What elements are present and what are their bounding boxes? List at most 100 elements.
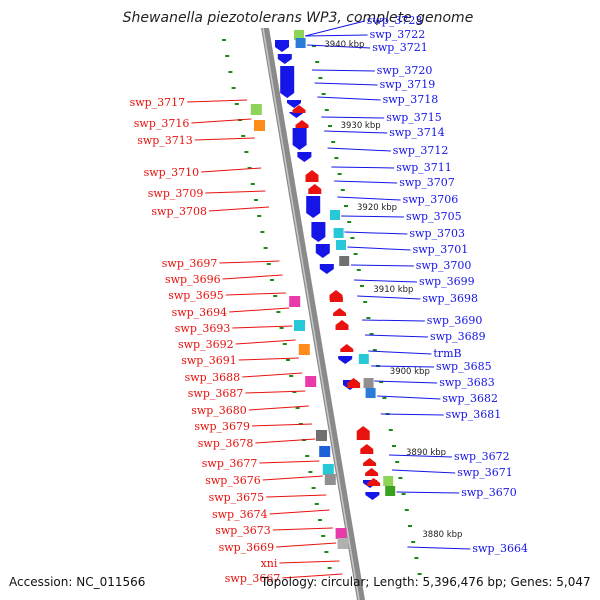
connector-left	[222, 274, 283, 280]
accession-text: Accession: NC_011566	[9, 575, 145, 589]
connector-right	[324, 130, 388, 134]
connector-left	[262, 475, 323, 481]
gene-label-left: swp_3716	[134, 117, 190, 130]
connector-right	[317, 96, 381, 101]
gene-label-right: swp_3701	[413, 243, 469, 256]
gene-label-right: swp_3700	[416, 259, 472, 272]
gene-label-right: swp_3722	[370, 28, 426, 41]
gene-arrow-right	[297, 152, 312, 162]
gene-label-left: swp_3667	[225, 572, 281, 585]
gene-label-right: swp_3681	[446, 408, 502, 421]
gene-box-right	[294, 30, 304, 40]
kbp-tick-label: 3920 kbp	[357, 203, 397, 213]
connector-right	[337, 196, 401, 201]
gene-box-left	[254, 120, 265, 131]
connector-left	[279, 560, 340, 564]
connector-right	[368, 350, 432, 355]
gene-label-left: swp_3695	[168, 289, 224, 302]
gene-label-right: swp_3705	[406, 210, 462, 223]
gene-label-right: swp_3703	[409, 227, 465, 240]
gene-label-left: swp_3709	[148, 187, 204, 200]
gene-box-left	[250, 104, 262, 115]
connector-right	[407, 546, 471, 550]
gene-arrow-left	[292, 105, 306, 113]
gene-arrow-right	[306, 196, 321, 218]
gene-label-left: swp_3687	[188, 387, 244, 400]
gene-arrow-right	[319, 264, 334, 274]
gene-arrow-left	[356, 426, 370, 440]
connector-left	[269, 509, 330, 515]
gene-label-right: swp_3721	[372, 41, 428, 54]
connector-left	[235, 339, 296, 345]
connector-left	[245, 390, 306, 394]
gene-label-right: swp_3699	[419, 275, 475, 288]
gene-box-left	[298, 344, 310, 355]
gene-label-left: swp_3676	[205, 474, 261, 487]
gene-label-left: swp_3696	[165, 273, 221, 286]
gene-label-right: swp_3712	[393, 144, 449, 157]
gene-box-right	[336, 240, 346, 250]
gene-label-left: swp_3717	[130, 96, 186, 109]
gene-label-left: swp_3675	[209, 491, 265, 504]
gene-arrow-left	[363, 458, 377, 466]
connector-left	[232, 325, 293, 329]
gene-box-right	[295, 38, 306, 48]
gene-label-right: swp_3685	[436, 360, 492, 373]
connector-left	[251, 423, 313, 427]
gene-label-left: swp_3713	[137, 134, 193, 147]
connector-right	[314, 82, 378, 86]
gene-box-left	[294, 320, 305, 331]
connector-right	[396, 491, 460, 494]
gene-label-left: xni	[261, 557, 278, 570]
gene-label-right: swp_3689	[430, 330, 486, 343]
gene-arrow-left	[347, 378, 361, 388]
connector-right	[344, 231, 408, 235]
gene-label-left: swp_3680	[191, 404, 247, 417]
gene-label-right: swp_3719	[380, 78, 436, 91]
gene-box-left	[324, 474, 336, 485]
connector-left	[205, 190, 266, 194]
kbp-tick-label: 3910 kbp	[373, 285, 413, 295]
connector-left	[194, 137, 255, 141]
connector-right	[306, 44, 371, 49]
connector-left	[282, 573, 343, 579]
connector-right	[347, 246, 411, 251]
gene-box-right	[365, 388, 376, 398]
connector-right	[341, 215, 405, 218]
connector-left	[238, 357, 299, 361]
gene-arrow-left	[340, 344, 354, 352]
gene-label-left: swp_3697	[162, 257, 218, 270]
gene-arrow-left	[295, 120, 309, 128]
connector-right	[350, 264, 414, 267]
gene-box-left	[319, 446, 331, 457]
connector-right	[305, 34, 368, 37]
connector-left	[248, 405, 309, 411]
connector-right	[391, 469, 456, 474]
kbp-tick-label: 3940 kbp	[324, 40, 364, 50]
gene-arrow-right	[315, 244, 330, 258]
gene-label-right: swp_3672	[454, 450, 510, 463]
gene-box-right	[383, 476, 394, 486]
connector-left	[242, 372, 303, 378]
gene-label-right: swp_3671	[457, 466, 513, 479]
gene-arrow-left	[360, 444, 374, 454]
connector-left	[225, 292, 286, 296]
gene-box-right	[385, 486, 396, 496]
gene-label-left: swp_3688	[185, 371, 241, 384]
gene-label-left: swp_3673	[215, 524, 271, 537]
gene-arrow-left	[365, 468, 379, 476]
connector-right	[388, 454, 453, 458]
gene-box-right	[333, 228, 344, 238]
gene-arrow-left	[367, 478, 381, 486]
connector-right	[380, 413, 444, 416]
gene-arrow-right	[280, 66, 295, 98]
gene-label-left: swp_3679	[194, 420, 250, 433]
connector-left	[191, 118, 252, 124]
gene-arrow-left	[335, 320, 349, 330]
gene-label-left: swp_3708	[151, 205, 207, 218]
gene-label-left: swp_3674	[212, 508, 268, 521]
gene-box-left	[305, 376, 317, 387]
connector-left	[266, 494, 327, 498]
